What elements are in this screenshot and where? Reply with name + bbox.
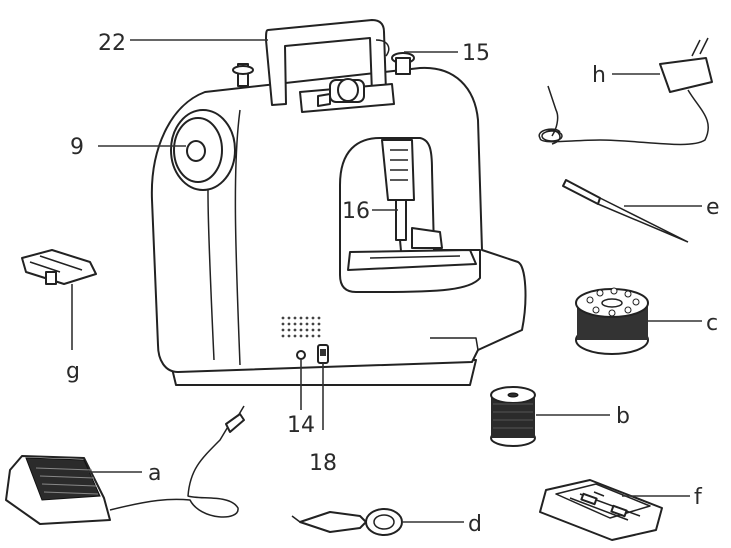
foot-pedal: [5, 405, 245, 525]
label-f: f: [694, 485, 703, 510]
bobbin: [575, 287, 649, 355]
label-e: e: [706, 195, 720, 220]
label-b: b: [616, 404, 630, 429]
sewing-machine: [150, 19, 527, 386]
presser-foot: [21, 249, 97, 285]
label-9: 9: [70, 135, 84, 160]
accessory-plate: [539, 479, 663, 541]
power-adapter: [538, 37, 713, 146]
label-16: 16: [342, 199, 370, 224]
label-22: 22: [98, 31, 126, 56]
label-14: 14: [287, 413, 315, 438]
label-d: d: [468, 512, 482, 537]
sewing-needle: [562, 179, 689, 243]
thread-spool: [490, 386, 536, 447]
seam-ripper: [291, 508, 403, 536]
label-a: a: [148, 461, 161, 486]
label-c: c: [706, 311, 718, 336]
callout-labels: 22 15 9 16 14 18 h e c g b a d f: [66, 31, 720, 537]
label-g: g: [66, 359, 80, 384]
label-18: 18: [309, 451, 337, 476]
label-15: 15: [462, 41, 490, 66]
label-h: h: [592, 63, 606, 88]
leader-lines: [71, 39, 702, 523]
